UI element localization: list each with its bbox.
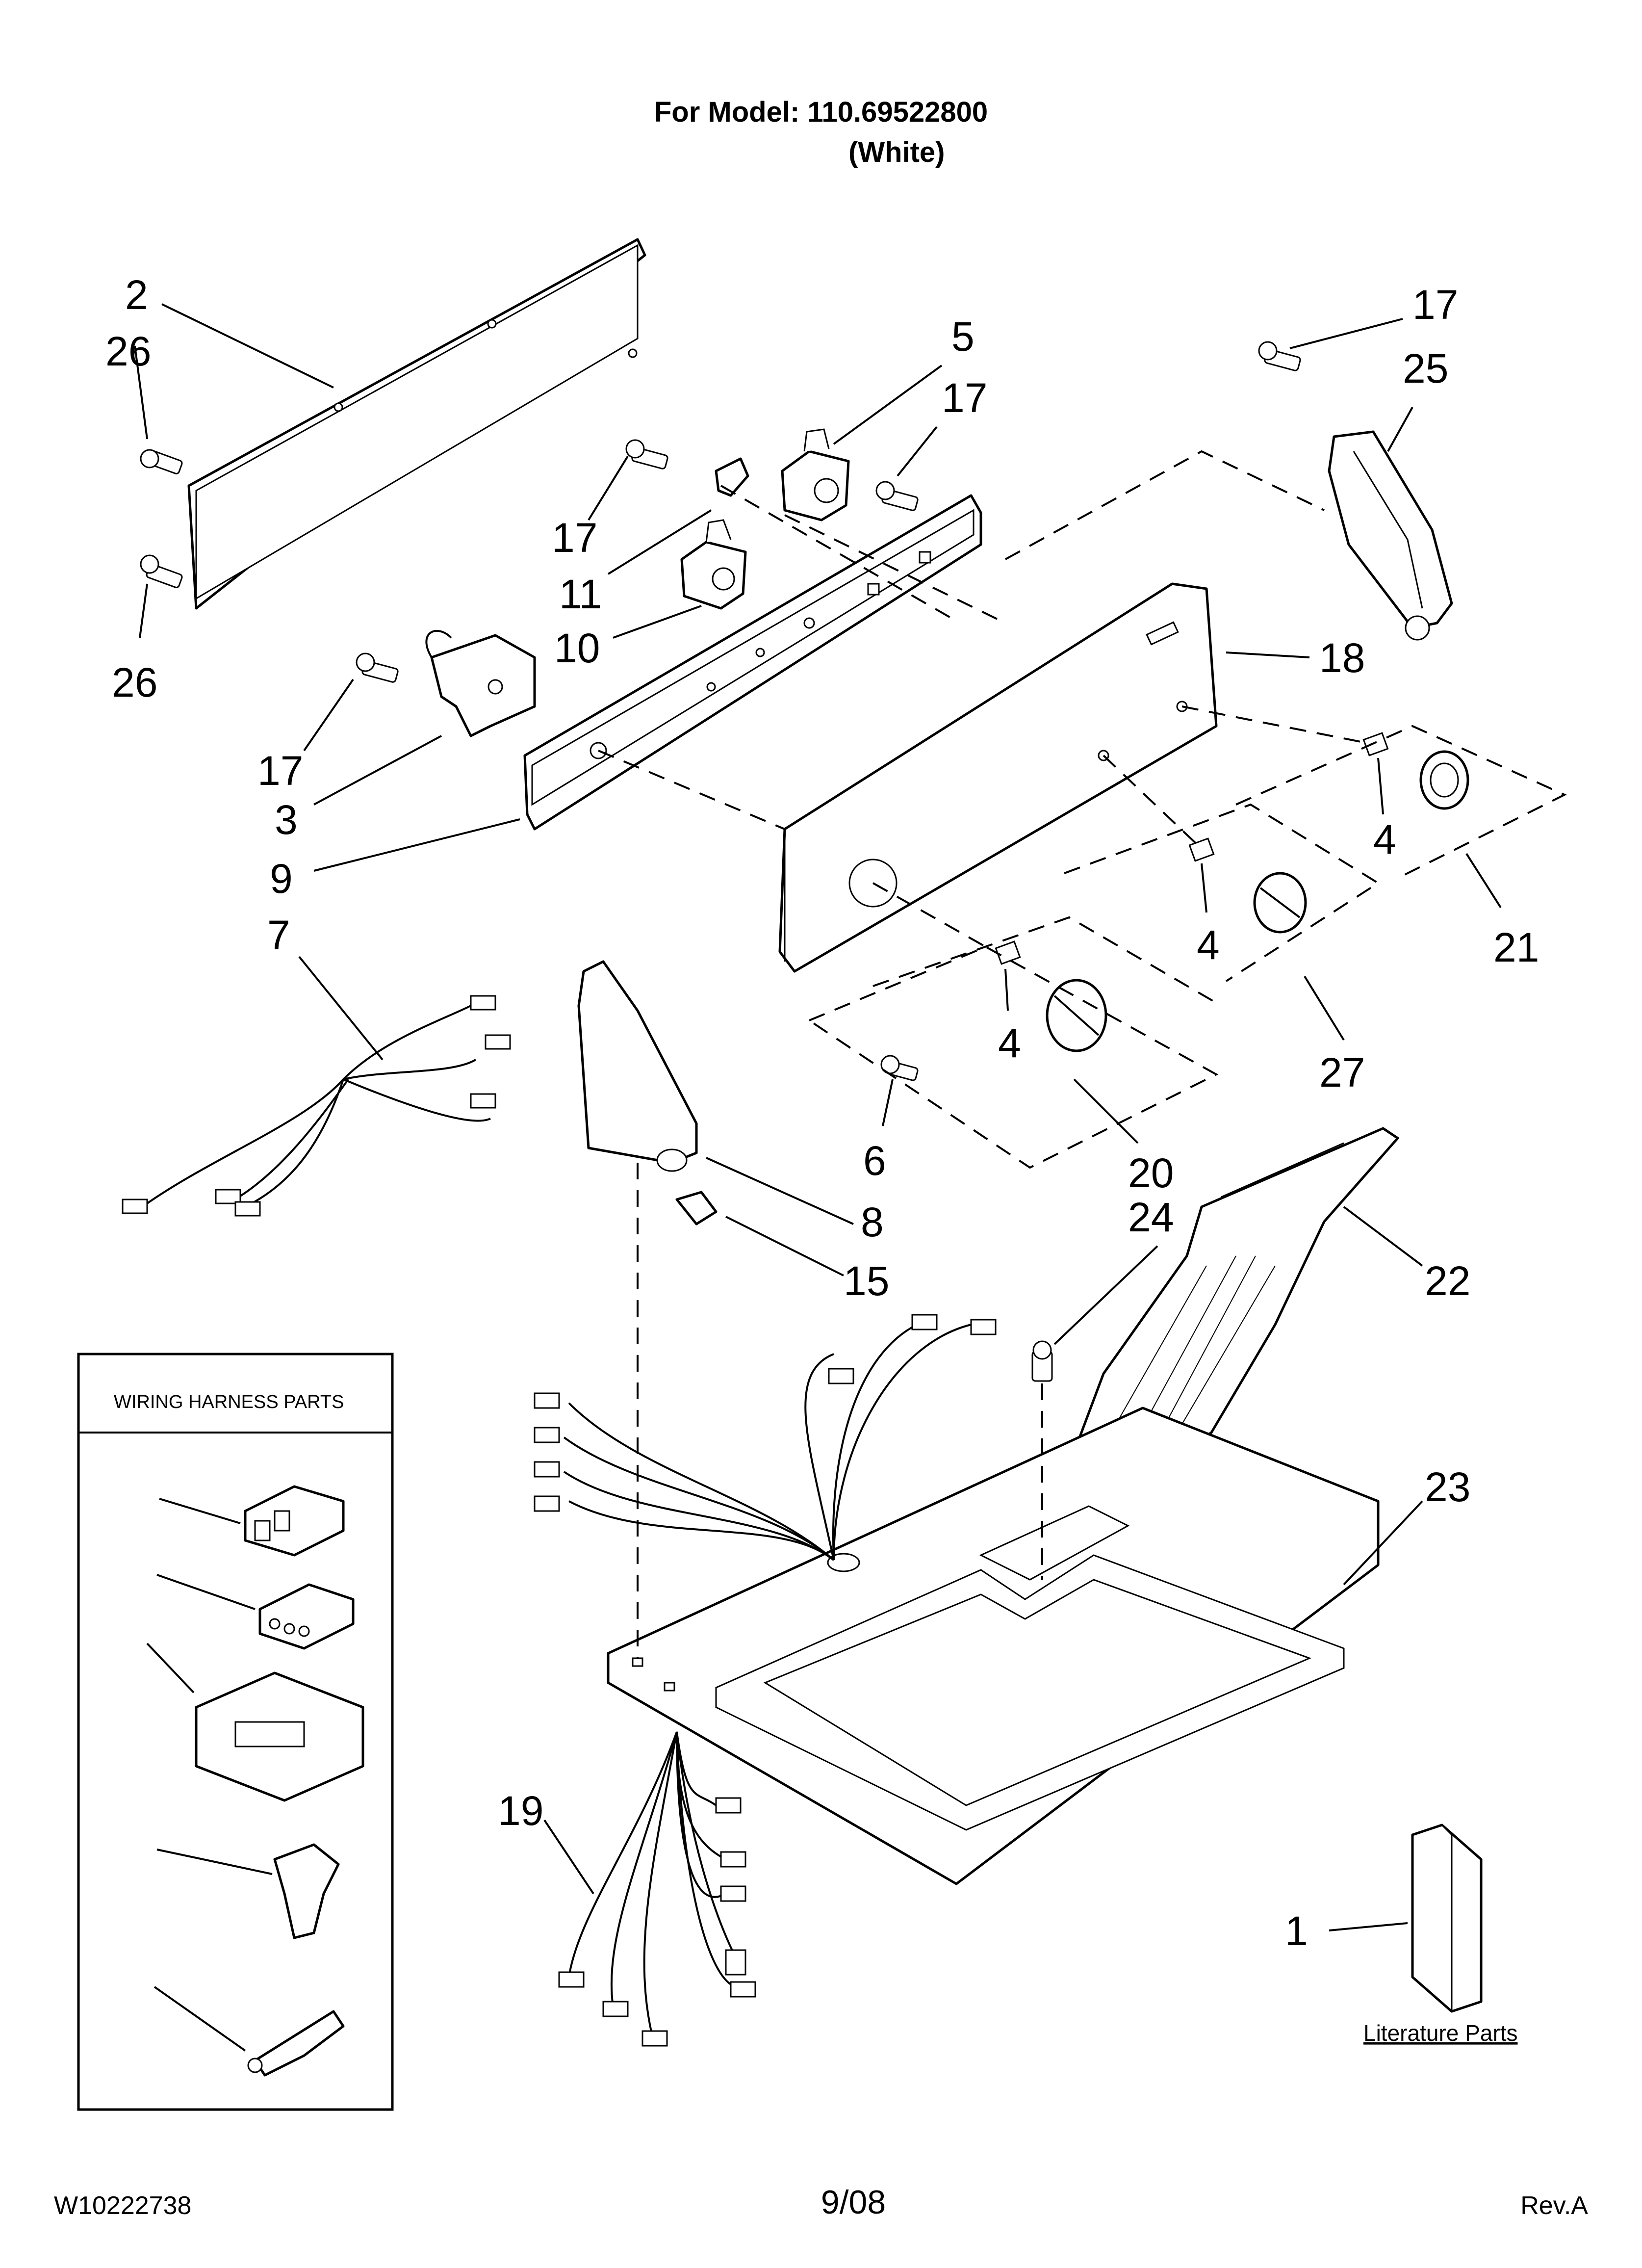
callout-4-right: 4	[1373, 816, 1396, 862]
callout-5: 5	[951, 313, 975, 360]
callout-4-center: 4	[1197, 922, 1220, 968]
clip-part-11	[715, 457, 749, 497]
callout-1: 1	[1285, 1908, 1308, 1954]
screw-part-17-middle	[625, 439, 668, 469]
screw-part-26-upper	[140, 449, 183, 474]
callout-4-left: 4	[998, 1020, 1021, 1066]
screw-part-6	[880, 1055, 919, 1081]
screw-part-17-top-right	[1258, 341, 1301, 371]
clip-part-4-left	[995, 940, 1021, 965]
terminal-part-13	[247, 2010, 345, 2077]
callout-7: 7	[267, 912, 290, 958]
rear-panel-part-2	[187, 238, 646, 610]
callout-3: 3	[275, 797, 298, 843]
screw-part-26-lower	[140, 554, 183, 588]
callout-10: 10	[554, 625, 600, 671]
callout-17-middle: 17	[552, 515, 597, 561]
model-color: (White)	[848, 136, 945, 168]
wiring-harness-inset: WIRING HARNESS PARTS	[77, 1353, 394, 2111]
callout-18: 18	[1319, 635, 1365, 681]
knob-part-21	[1419, 750, 1469, 810]
inset-title: WIRING HARNESS PARTS	[114, 1392, 344, 1412]
callout-9: 9	[270, 856, 293, 902]
callout-19: 19	[498, 1788, 543, 1834]
callout-26-upper: 26	[105, 328, 151, 374]
callout-labels: 2 26 26 17 3 9 7 17 11 10 5 17 17 25 18 …	[103, 272, 1539, 2008]
page-title: For Model: 110.69522800	[654, 96, 988, 128]
clip-part-15	[675, 1191, 718, 1225]
switch-part-3	[425, 629, 536, 737]
console-part-18	[778, 582, 1218, 973]
callout-17-right-center: 17	[942, 375, 987, 421]
screw-part-24	[1031, 1340, 1053, 1382]
wire-harness-part-7	[122, 995, 511, 1217]
knob-part-27	[1253, 872, 1307, 934]
callout-11: 11	[559, 571, 602, 617]
wire-harness-part-19	[558, 1731, 756, 2047]
revision-date: 9/08	[821, 2184, 886, 2221]
end-cap-part-25	[1328, 430, 1453, 641]
screw-part-17-right-center	[875, 481, 919, 511]
wire-harness-upper	[534, 1314, 997, 1561]
top-panel-part-23	[607, 1407, 1380, 1885]
clip-part-4-center	[1188, 837, 1215, 862]
callout-22: 22	[1425, 1258, 1470, 1304]
terminal-part-14	[273, 1843, 340, 1939]
callout-21: 21	[1493, 924, 1539, 970]
literature-parts-label: Literature Parts	[1363, 2020, 1517, 2046]
switch-part-10	[680, 519, 747, 610]
knob-part-20	[1046, 979, 1107, 1052]
callout-24: 24	[1128, 1194, 1174, 1240]
callout-20: 20	[1128, 1150, 1174, 1196]
leader-lines	[134, 303, 1502, 1931]
callout-27: 27	[1319, 1049, 1365, 1095]
connector-part-28	[244, 1485, 345, 1557]
literature-part-1	[1411, 1824, 1483, 2013]
callout-8: 8	[861, 1199, 884, 1245]
callout-17-left: 17	[257, 748, 303, 794]
control-bracket-part-9	[523, 494, 982, 831]
callout-17-top-right: 17	[1412, 282, 1458, 328]
callout-6: 6	[863, 1138, 886, 1184]
callout-25: 25	[1403, 345, 1448, 391]
callout-2: 2	[125, 272, 148, 318]
callout-23: 23	[1425, 1464, 1470, 1510]
revision-label: Rev.A	[1520, 2191, 1588, 2220]
connector-part-12	[195, 1671, 364, 1802]
connector-part-16	[258, 1583, 355, 1650]
end-cap-part-8	[577, 960, 698, 1172]
callout-15: 15	[844, 1258, 889, 1304]
callout-26-lower: 26	[112, 659, 157, 705]
clip-part-4-right	[1362, 732, 1389, 756]
switch-part-5	[781, 428, 850, 521]
screw-part-17-left	[356, 652, 399, 683]
assembly-guide-lines	[598, 450, 1567, 1658]
doc-number: W10222738	[54, 2191, 192, 2220]
